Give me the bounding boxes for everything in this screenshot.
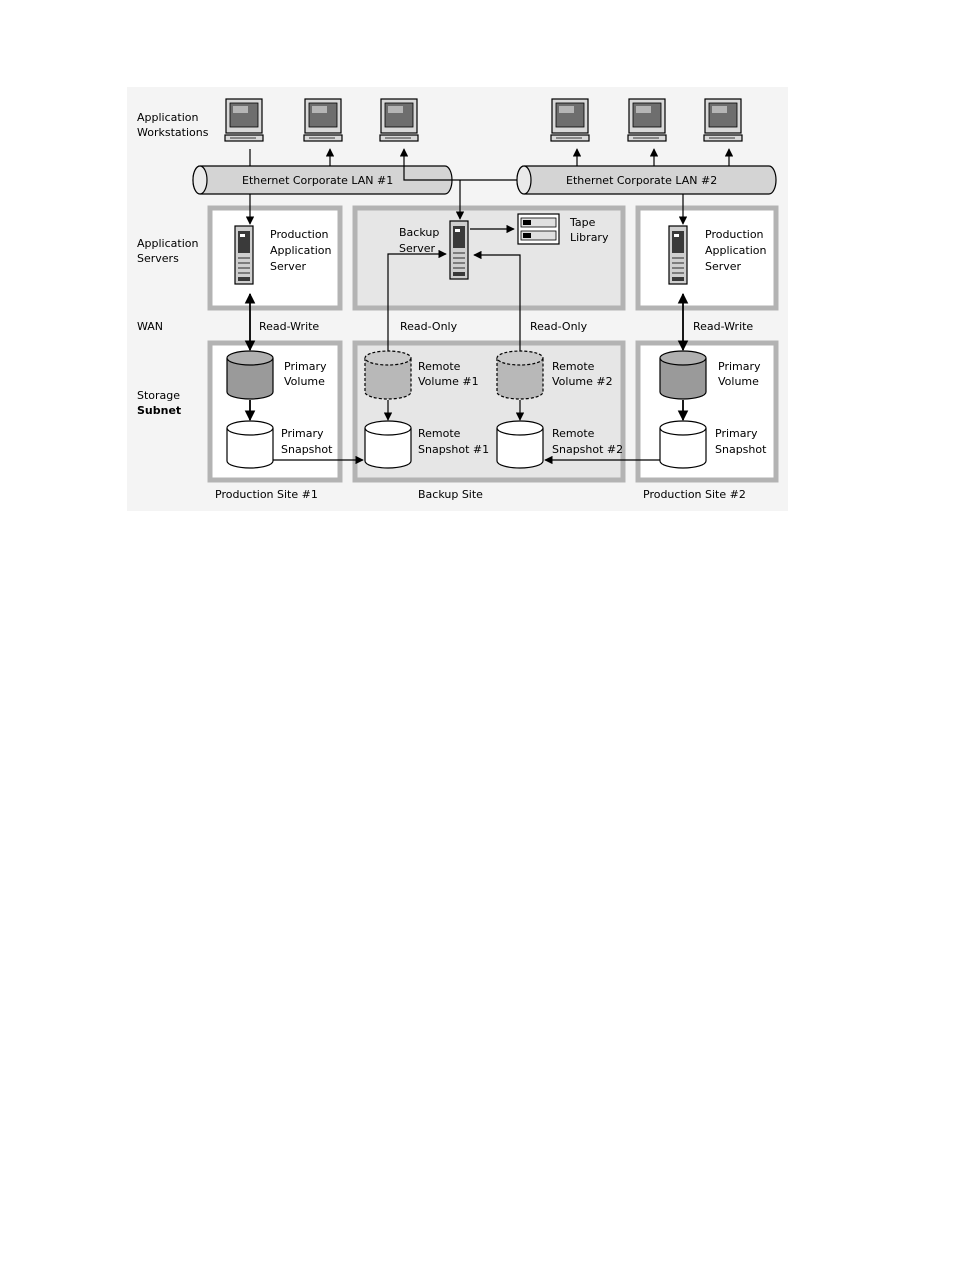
ethernet-lan-2-pipe: Ethernet Corporate LAN #2 — [516, 165, 777, 195]
primary-snapshot-2-label: Primary Snapshot — [715, 427, 767, 456]
remote-volume-1-label: Remote Volume #1 — [418, 360, 479, 388]
read-only-label-2: Read-Only — [530, 320, 588, 333]
workstation-icon — [224, 98, 264, 142]
prod1-server-panel — [207, 205, 343, 311]
workstation-icon — [379, 98, 419, 142]
workstation-icon — [550, 98, 590, 142]
primary-volume-2-cylinder — [659, 350, 707, 400]
ethernet-lan-1-pipe: Ethernet Corporate LAN #1 — [192, 165, 453, 195]
remote-volume-2-cylinder — [496, 350, 544, 400]
read-write-label-1: Read-Write — [259, 320, 319, 333]
site-label-backup: Backup Site — [418, 488, 483, 501]
production-server-2-label: Production Application Server — [705, 228, 770, 273]
remote-snapshot-1-cylinder — [364, 420, 412, 469]
lan1-workstation-bus — [403, 166, 452, 181]
prod2-server-panel — [635, 205, 779, 311]
primary-volume-1-cylinder — [226, 350, 274, 400]
production-server-1-label: Production Application Server — [270, 228, 335, 273]
lan-2-label: Ethernet Corporate LAN #2 — [566, 174, 717, 187]
primary-volume-2-label: Primary Volume — [718, 360, 764, 388]
row-label-wan: WAN — [137, 320, 163, 333]
backup-server-icon — [449, 220, 469, 280]
remote-snapshot-2-label: Remote Snapshot #2 — [552, 427, 623, 456]
workstation-icon — [303, 98, 343, 142]
backup-server-label: Backup Server — [399, 226, 443, 255]
remote-snapshot-2-cylinder — [496, 420, 544, 469]
production-server-2-icon — [668, 225, 688, 285]
backup-server-panel — [352, 205, 626, 311]
lan-1-label: Ethernet Corporate LAN #1 — [242, 174, 393, 187]
tape-library-label: Tape Library — [569, 216, 609, 244]
read-write-label-2: Read-Write — [693, 320, 753, 333]
primary-snapshot-1-cylinder — [226, 420, 274, 469]
workstation-icon — [703, 98, 743, 142]
production-server-1-icon — [234, 225, 254, 285]
remote-snapshot-1-label: Remote Snapshot #1 — [418, 427, 489, 456]
workstation-icon — [627, 98, 667, 142]
primary-snapshot-2-cylinder — [659, 420, 707, 469]
tape-library-icon — [517, 213, 560, 245]
remote-volume-2-label: Remote Volume #2 — [552, 360, 613, 388]
row-label-servers: Application Servers — [137, 237, 202, 265]
primary-snapshot-1-label: Primary Snapshot — [281, 427, 333, 456]
row-label-workstations: Application Workstations — [137, 111, 209, 139]
primary-volume-1-label: Primary Volume — [284, 360, 330, 388]
remote-volume-1-cylinder — [364, 350, 412, 400]
site-label-production-1: Production Site #1 — [215, 488, 318, 501]
read-only-link-1 — [387, 249, 447, 353]
site-label-production-2: Production Site #2 — [643, 488, 746, 501]
read-only-link-2 — [473, 250, 521, 353]
row-label-storage: Storage Subnet — [137, 386, 184, 417]
read-only-label-1: Read-Only — [400, 320, 458, 333]
